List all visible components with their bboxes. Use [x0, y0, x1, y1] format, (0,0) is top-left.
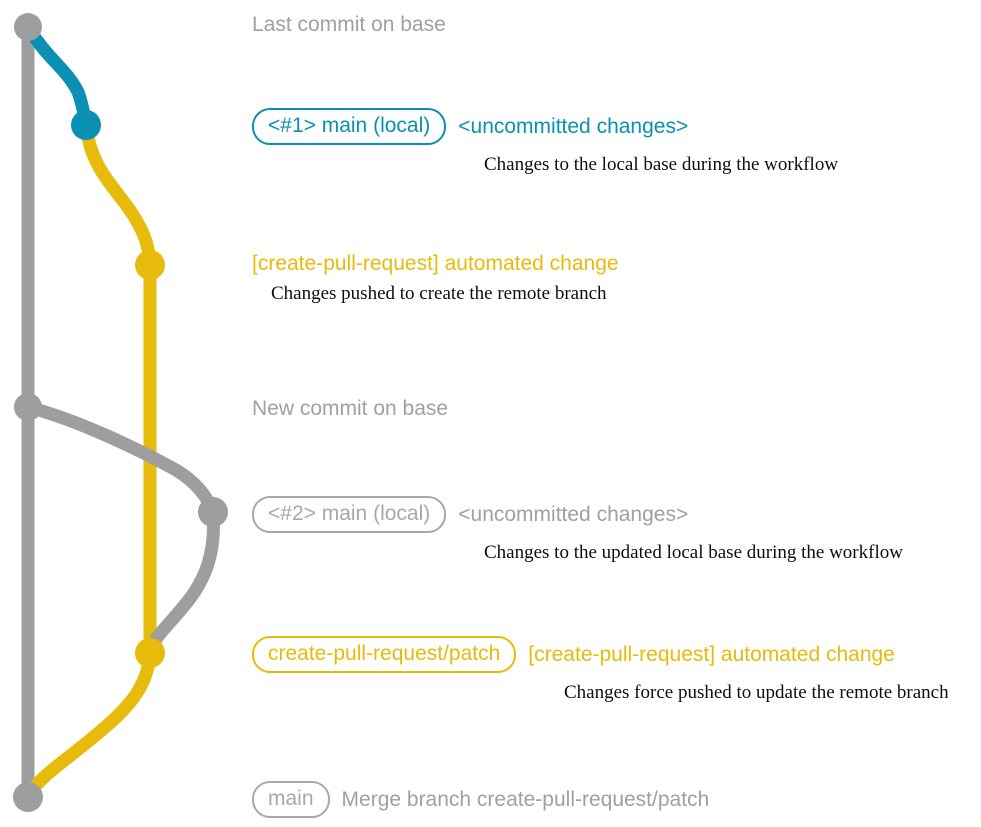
- row-head: <#2> main (local) <uncommitted changes>: [252, 496, 903, 533]
- edge-base-to-local-2: [21, 400, 220, 519]
- commit-row-last-commit-on-base: Last commit on base: [252, 14, 446, 35]
- commit-subject: [create-pull-request] automated change: [528, 643, 895, 666]
- commit-subject: New commit on base: [252, 397, 449, 420]
- commit-note: Changes to the updated local base during…: [484, 542, 903, 563]
- row-head: Last commit on base: [252, 14, 446, 35]
- commit-subject: [create-pull-request] automated change: [252, 252, 619, 275]
- commit-row-merge-commit: main Merge branch create-pull-request/pa…: [252, 781, 709, 818]
- node-base-last: [14, 13, 42, 41]
- node-merge: [13, 782, 43, 812]
- commit-subject: Last commit on base: [252, 13, 446, 36]
- edge-local-2-to-patch-2: [143, 505, 220, 660]
- edge-local-1-to-patch-1: [79, 118, 157, 272]
- ref-pill-create-pull-request-patch[interactable]: create-pull-request/patch: [252, 636, 517, 673]
- row-head: [create-pull-request] automated change: [252, 253, 619, 274]
- node-local-main-1: [71, 110, 101, 140]
- commit-subject: Merge branch create-pull-request/patch: [341, 788, 710, 811]
- node-local-main-2: [198, 497, 228, 527]
- commit-row-automated-change-1: [create-pull-request] automated change C…: [252, 253, 619, 305]
- commit-row-new-commit-on-base: New commit on base: [252, 398, 448, 419]
- commit-nodes: [13, 13, 228, 812]
- commit-row-local-main-1: <#1> main (local) <uncommitted changes> …: [252, 108, 838, 176]
- row-head: main Merge branch create-pull-request/pa…: [252, 781, 709, 818]
- commit-subject: <uncommitted changes>: [458, 503, 689, 526]
- ref-pill-local-main-2[interactable]: <#2> main (local): [252, 496, 447, 533]
- commit-row-automated-change-2: create-pull-request/patch [create-pull-r…: [252, 636, 949, 704]
- node-patch-2: [135, 638, 165, 668]
- edge-patch-2-to-merge: [21, 646, 157, 804]
- node-patch-1: [135, 250, 165, 280]
- commit-note: Changes pushed to create the remote bran…: [271, 283, 607, 304]
- commit-note: Changes to the local base during the wor…: [484, 154, 839, 175]
- commit-note: Changes force pushed to update the remot…: [564, 682, 949, 703]
- row-head: New commit on base: [252, 398, 448, 419]
- ref-pill-local-main-1[interactable]: <#1> main (local): [252, 108, 447, 145]
- ref-pill-main[interactable]: main: [252, 781, 330, 818]
- node-base-new: [14, 393, 42, 421]
- row-head: <#1> main (local) <uncommitted changes>: [252, 108, 838, 145]
- row-head: create-pull-request/patch [create-pull-r…: [252, 636, 949, 673]
- commit-row-local-main-2: <#2> main (local) <uncommitted changes> …: [252, 496, 903, 564]
- commit-subject: <uncommitted changes>: [458, 115, 689, 138]
